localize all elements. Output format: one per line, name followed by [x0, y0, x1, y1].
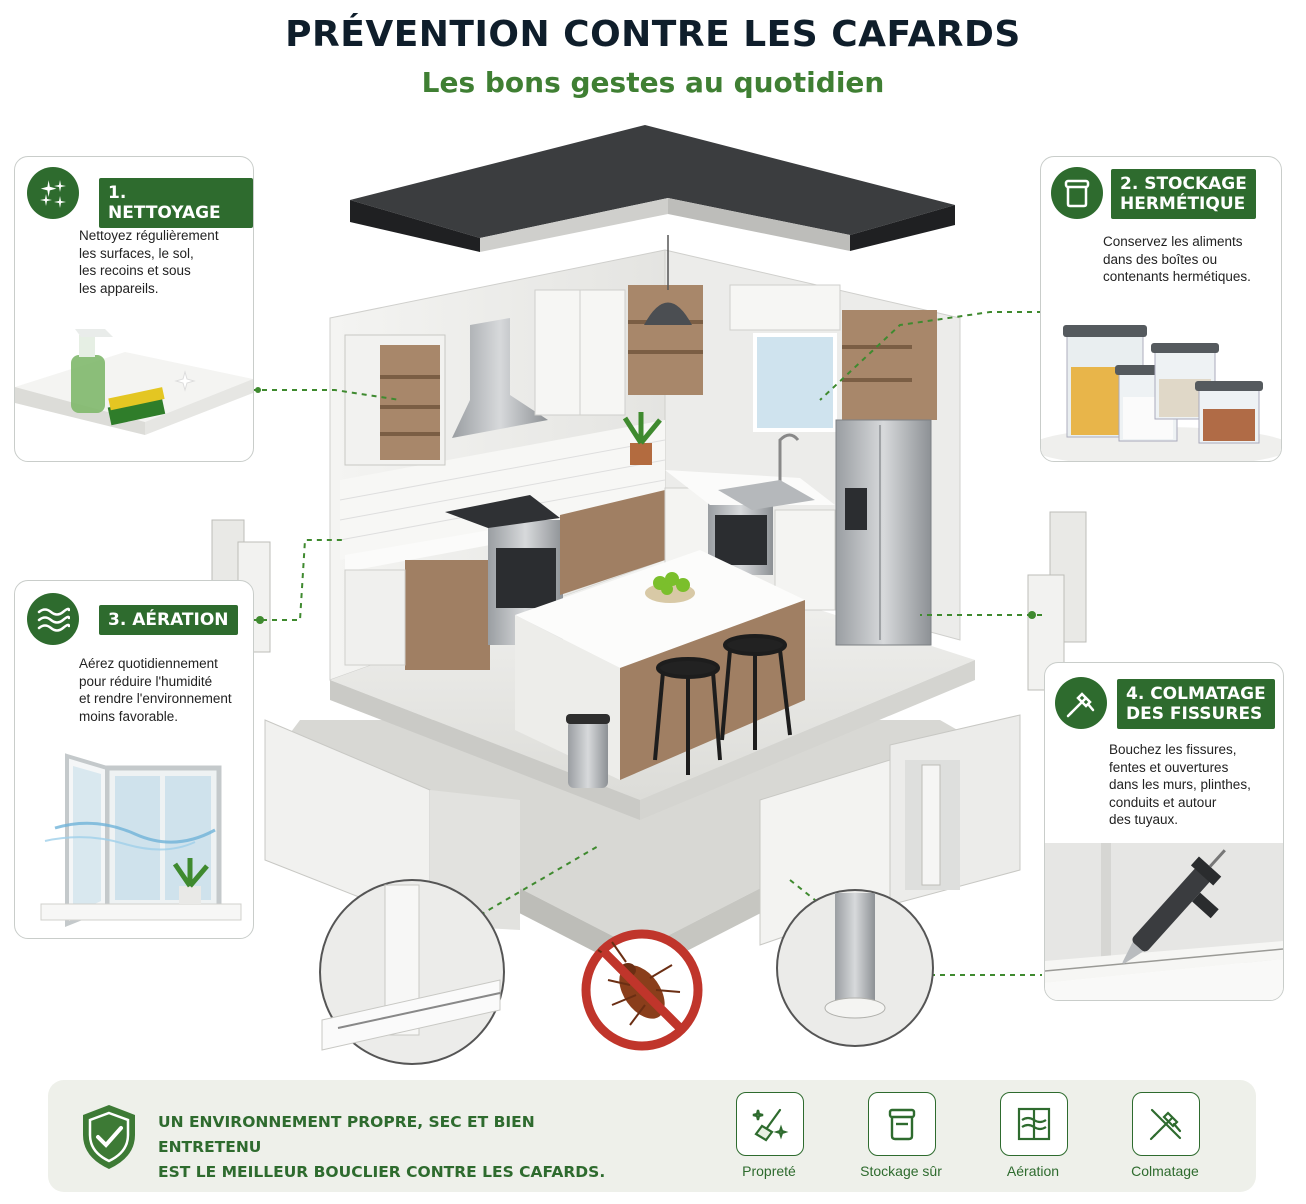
shield-check-icon — [83, 1105, 135, 1169]
card-aeration: 3. AÉRATION Aérez quotidiennement pour r… — [14, 580, 254, 939]
wind-waves-icon — [27, 593, 79, 645]
card-sealing-text: Bouchez les fissures, fentes et ouvertur… — [1109, 742, 1251, 827]
open-window-illustration — [40, 753, 242, 927]
broom-sparkle-icon — [752, 1108, 789, 1142]
card-cleaning-label: 1. NETTOYAGE — [99, 178, 253, 228]
page-title: PRÉVENTION CONTRE LES CAFARDS — [285, 14, 1021, 55]
footer-slogan: UN ENVIRONNEMENT PROPRE, SEC ET BIEN ENT… — [158, 1113, 606, 1181]
card-cleaning: 1. NETTOYAGE Nettoyez régulièrement les … — [14, 156, 254, 462]
spray-bottle-sponge-illustration — [15, 329, 253, 435]
container-icon — [888, 1108, 916, 1141]
airtight-containers-illustration — [1041, 325, 1281, 461]
card-aeration-text: Aérez quotidiennement pour réduire l'hum… — [79, 656, 232, 724]
footer-icon-stockage — [868, 1092, 936, 1156]
container-icon — [1051, 167, 1103, 219]
kitchen-island — [515, 550, 805, 668]
footer-icon-proprete — [736, 1092, 804, 1156]
footer-banner: UN ENVIRONNEMENT PROPRE, SEC ET BIEN ENT… — [48, 1080, 1256, 1192]
baseboard-detail-magnifier — [319, 879, 505, 1065]
sparkle-icon — [27, 167, 79, 219]
page-subtitle: Les bons gestes au quotidien — [421, 66, 885, 99]
card-sealing: 4. COLMATAGE DES FISSURES Bouchez les fi… — [1044, 662, 1284, 1001]
footer-icon-colmatage — [1132, 1092, 1200, 1156]
ceiling-slab — [350, 125, 955, 238]
footer-label-aeration: Aération — [1006, 1163, 1060, 1179]
footer-label-stockage: Stockage sûr — [860, 1163, 942, 1179]
footer-icon-aeration — [1000, 1092, 1068, 1156]
footer-label-colmatage: Colmatage — [1131, 1163, 1199, 1179]
caulk-gun-icon — [1149, 1108, 1182, 1141]
pipe-detail-magnifier — [776, 889, 934, 1047]
footer-label-proprete: Propreté — [742, 1163, 796, 1179]
card-storage-label: 2. STOCKAGE HERMÉTIQUE — [1111, 169, 1256, 219]
card-storage: 2. STOCKAGE HERMÉTIQUE Conservez les ali… — [1040, 156, 1282, 462]
caulking-gun-wall-illustration — [1045, 843, 1283, 1000]
caulk-gun-icon — [1055, 677, 1107, 729]
no-cockroach-sign — [581, 929, 703, 1051]
card-cleaning-text: Nettoyez régulièrement les surfaces, le … — [79, 228, 219, 296]
foundation-slab — [270, 720, 1010, 950]
window-wind-icon — [1017, 1107, 1051, 1141]
card-aeration-label: 3. AÉRATION — [99, 605, 238, 635]
card-storage-text: Conservez les aliments dans des boîtes o… — [1103, 234, 1251, 284]
card-sealing-label: 4. COLMATAGE DES FISSURES — [1117, 679, 1275, 729]
